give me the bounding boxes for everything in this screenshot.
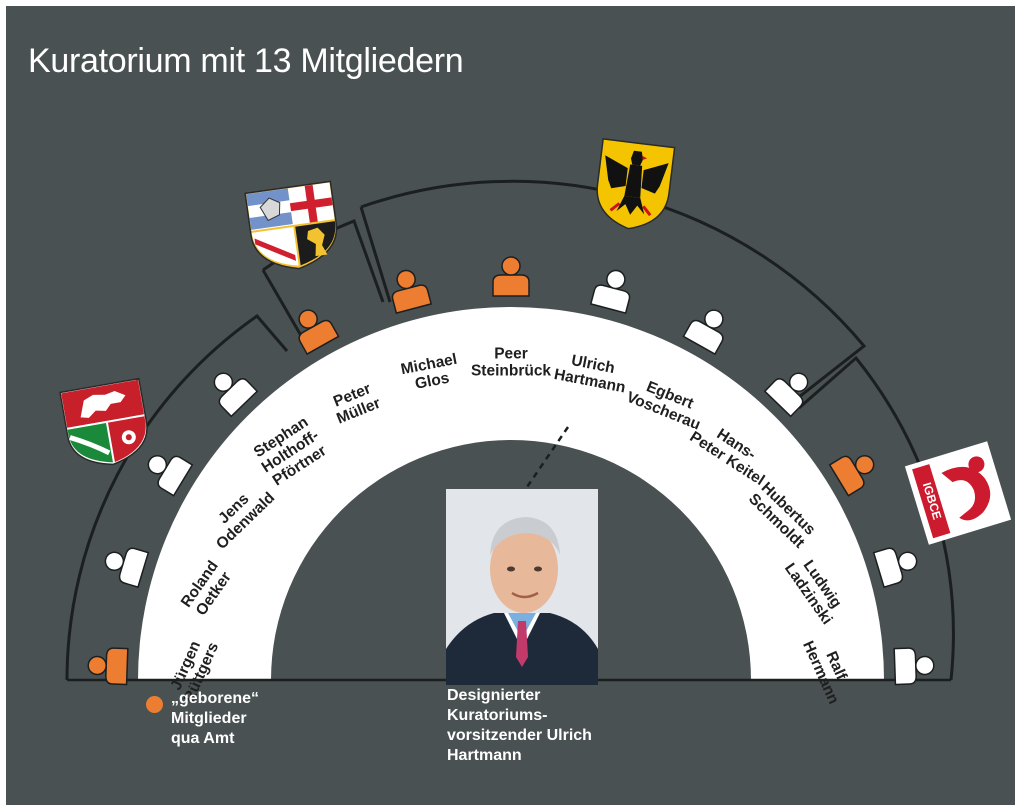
page-title: Kuratorium mit 13 Mitgliedern — [28, 42, 464, 80]
ex-officio-legend-icon — [146, 696, 163, 713]
member-seats — [87, 256, 935, 686]
igbce-logo-icon: IGBCE — [904, 441, 1012, 545]
legend-label: „geborene“ Mitglieder qua Amt — [171, 690, 260, 747]
member-name: JürgenRüttgers — [165, 633, 222, 705]
seating-arch — [138, 307, 884, 680]
member-seat-icon — [391, 269, 433, 314]
chairman-connector — [523, 426, 570, 491]
nrw-coat-of-arms-icon — [59, 377, 148, 466]
member-seat-icon — [828, 454, 875, 497]
member-seat-icon — [682, 309, 724, 356]
member-seat-icon — [763, 372, 809, 418]
member-seat-icon — [872, 547, 918, 589]
member-seat-icon — [147, 454, 194, 497]
chairman-caption: Designierter Kuratoriums- vorsitzender U… — [447, 687, 592, 764]
federal-eagle-icon — [596, 138, 676, 230]
infographic-panel: Kuratorium mit 13 Mitgliedern JürgenRütt… — [6, 6, 1015, 805]
chairman-photo — [446, 489, 598, 685]
member-seat-icon — [298, 309, 340, 356]
member-seat-icon — [213, 372, 259, 418]
member-seat-icon — [893, 647, 935, 686]
member-seat-icon — [87, 647, 129, 686]
member-seat-icon — [492, 256, 530, 297]
frame-nrw — [65, 313, 289, 681]
board-diagram: JürgenRüttgersRolandOetkerJensOdenwaldSt… — [59, 138, 1012, 707]
member-seat-icon — [589, 269, 631, 314]
member-seat-icon — [104, 547, 150, 589]
chairman-portrait-icon — [446, 489, 598, 685]
saarland-coat-of-arms-icon — [244, 180, 338, 270]
